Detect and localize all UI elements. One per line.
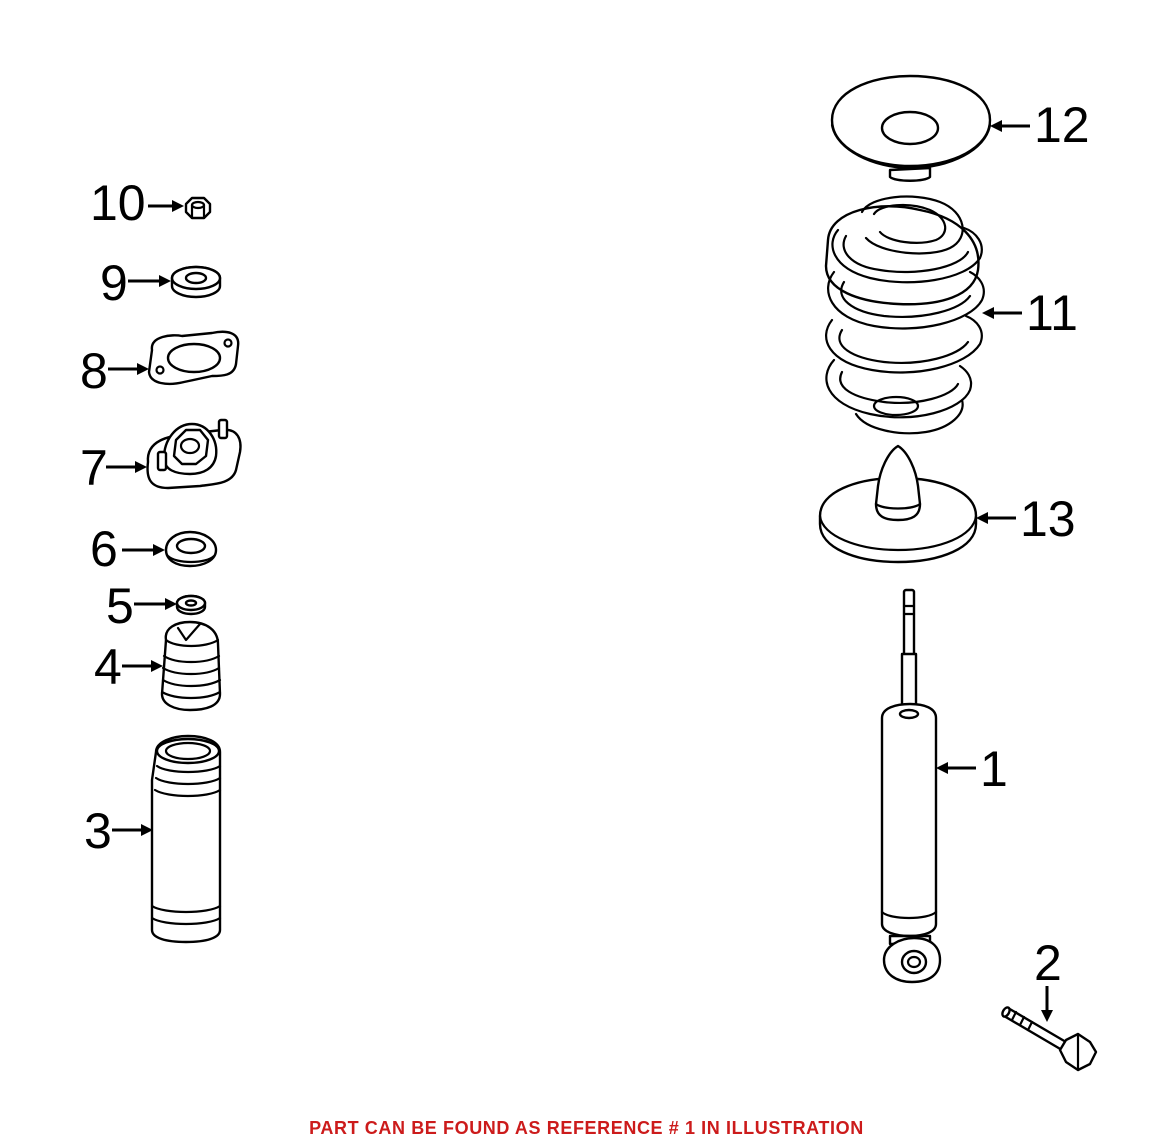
callout-label-1: 1 (980, 741, 1008, 797)
callout-7: 7 (80, 440, 147, 496)
footer-note: PART CAN BE FOUND AS REFERENCE # 1 IN IL… (309, 1118, 864, 1138)
part-2-bolt (1001, 1006, 1098, 1072)
callout-11: 11 (982, 285, 1078, 341)
callout-8: 8 (80, 343, 149, 399)
callout-label-6: 6 (90, 521, 118, 577)
callout-10: 10 (90, 175, 184, 231)
callout-6: 6 (90, 521, 165, 577)
callout-label-3: 3 (84, 803, 112, 859)
callout-label-7: 7 (80, 440, 108, 496)
part-8-mount-plate (147, 330, 240, 386)
callout-label-12: 12 (1034, 97, 1090, 153)
part-7-strut-mount (146, 418, 242, 490)
part-6-bushing (164, 530, 218, 568)
part-4-bump-stop (160, 620, 222, 712)
callout-5: 5 (106, 578, 177, 634)
part-12-upper-spring-seat (830, 74, 992, 182)
callout-1: 1 (936, 741, 1008, 797)
callout-label-5: 5 (106, 578, 134, 634)
callout-label-8: 8 (80, 343, 108, 399)
part-9-washer (170, 265, 222, 299)
part-10-nut (184, 196, 212, 220)
part-1-shock-absorber (880, 588, 942, 984)
part-11-coil-spring (824, 195, 985, 435)
part-13-lower-spring-seat (818, 444, 978, 564)
part-5-small-washer (175, 594, 207, 616)
callout-label-9: 9 (100, 255, 128, 311)
callout-13: 13 (976, 491, 1076, 547)
callout-label-11: 11 (1026, 285, 1078, 341)
callout-2: 2 (1034, 935, 1062, 1022)
callout-12: 12 (990, 97, 1090, 153)
callout-3: 3 (84, 803, 153, 859)
part-3-dust-boot (150, 734, 222, 944)
callout-9: 9 (100, 255, 171, 311)
callout-4: 4 (94, 639, 163, 695)
callout-label-13: 13 (1020, 491, 1076, 547)
callout-label-2: 2 (1034, 935, 1062, 991)
callout-label-10: 10 (90, 175, 146, 231)
callout-label-4: 4 (94, 639, 122, 695)
